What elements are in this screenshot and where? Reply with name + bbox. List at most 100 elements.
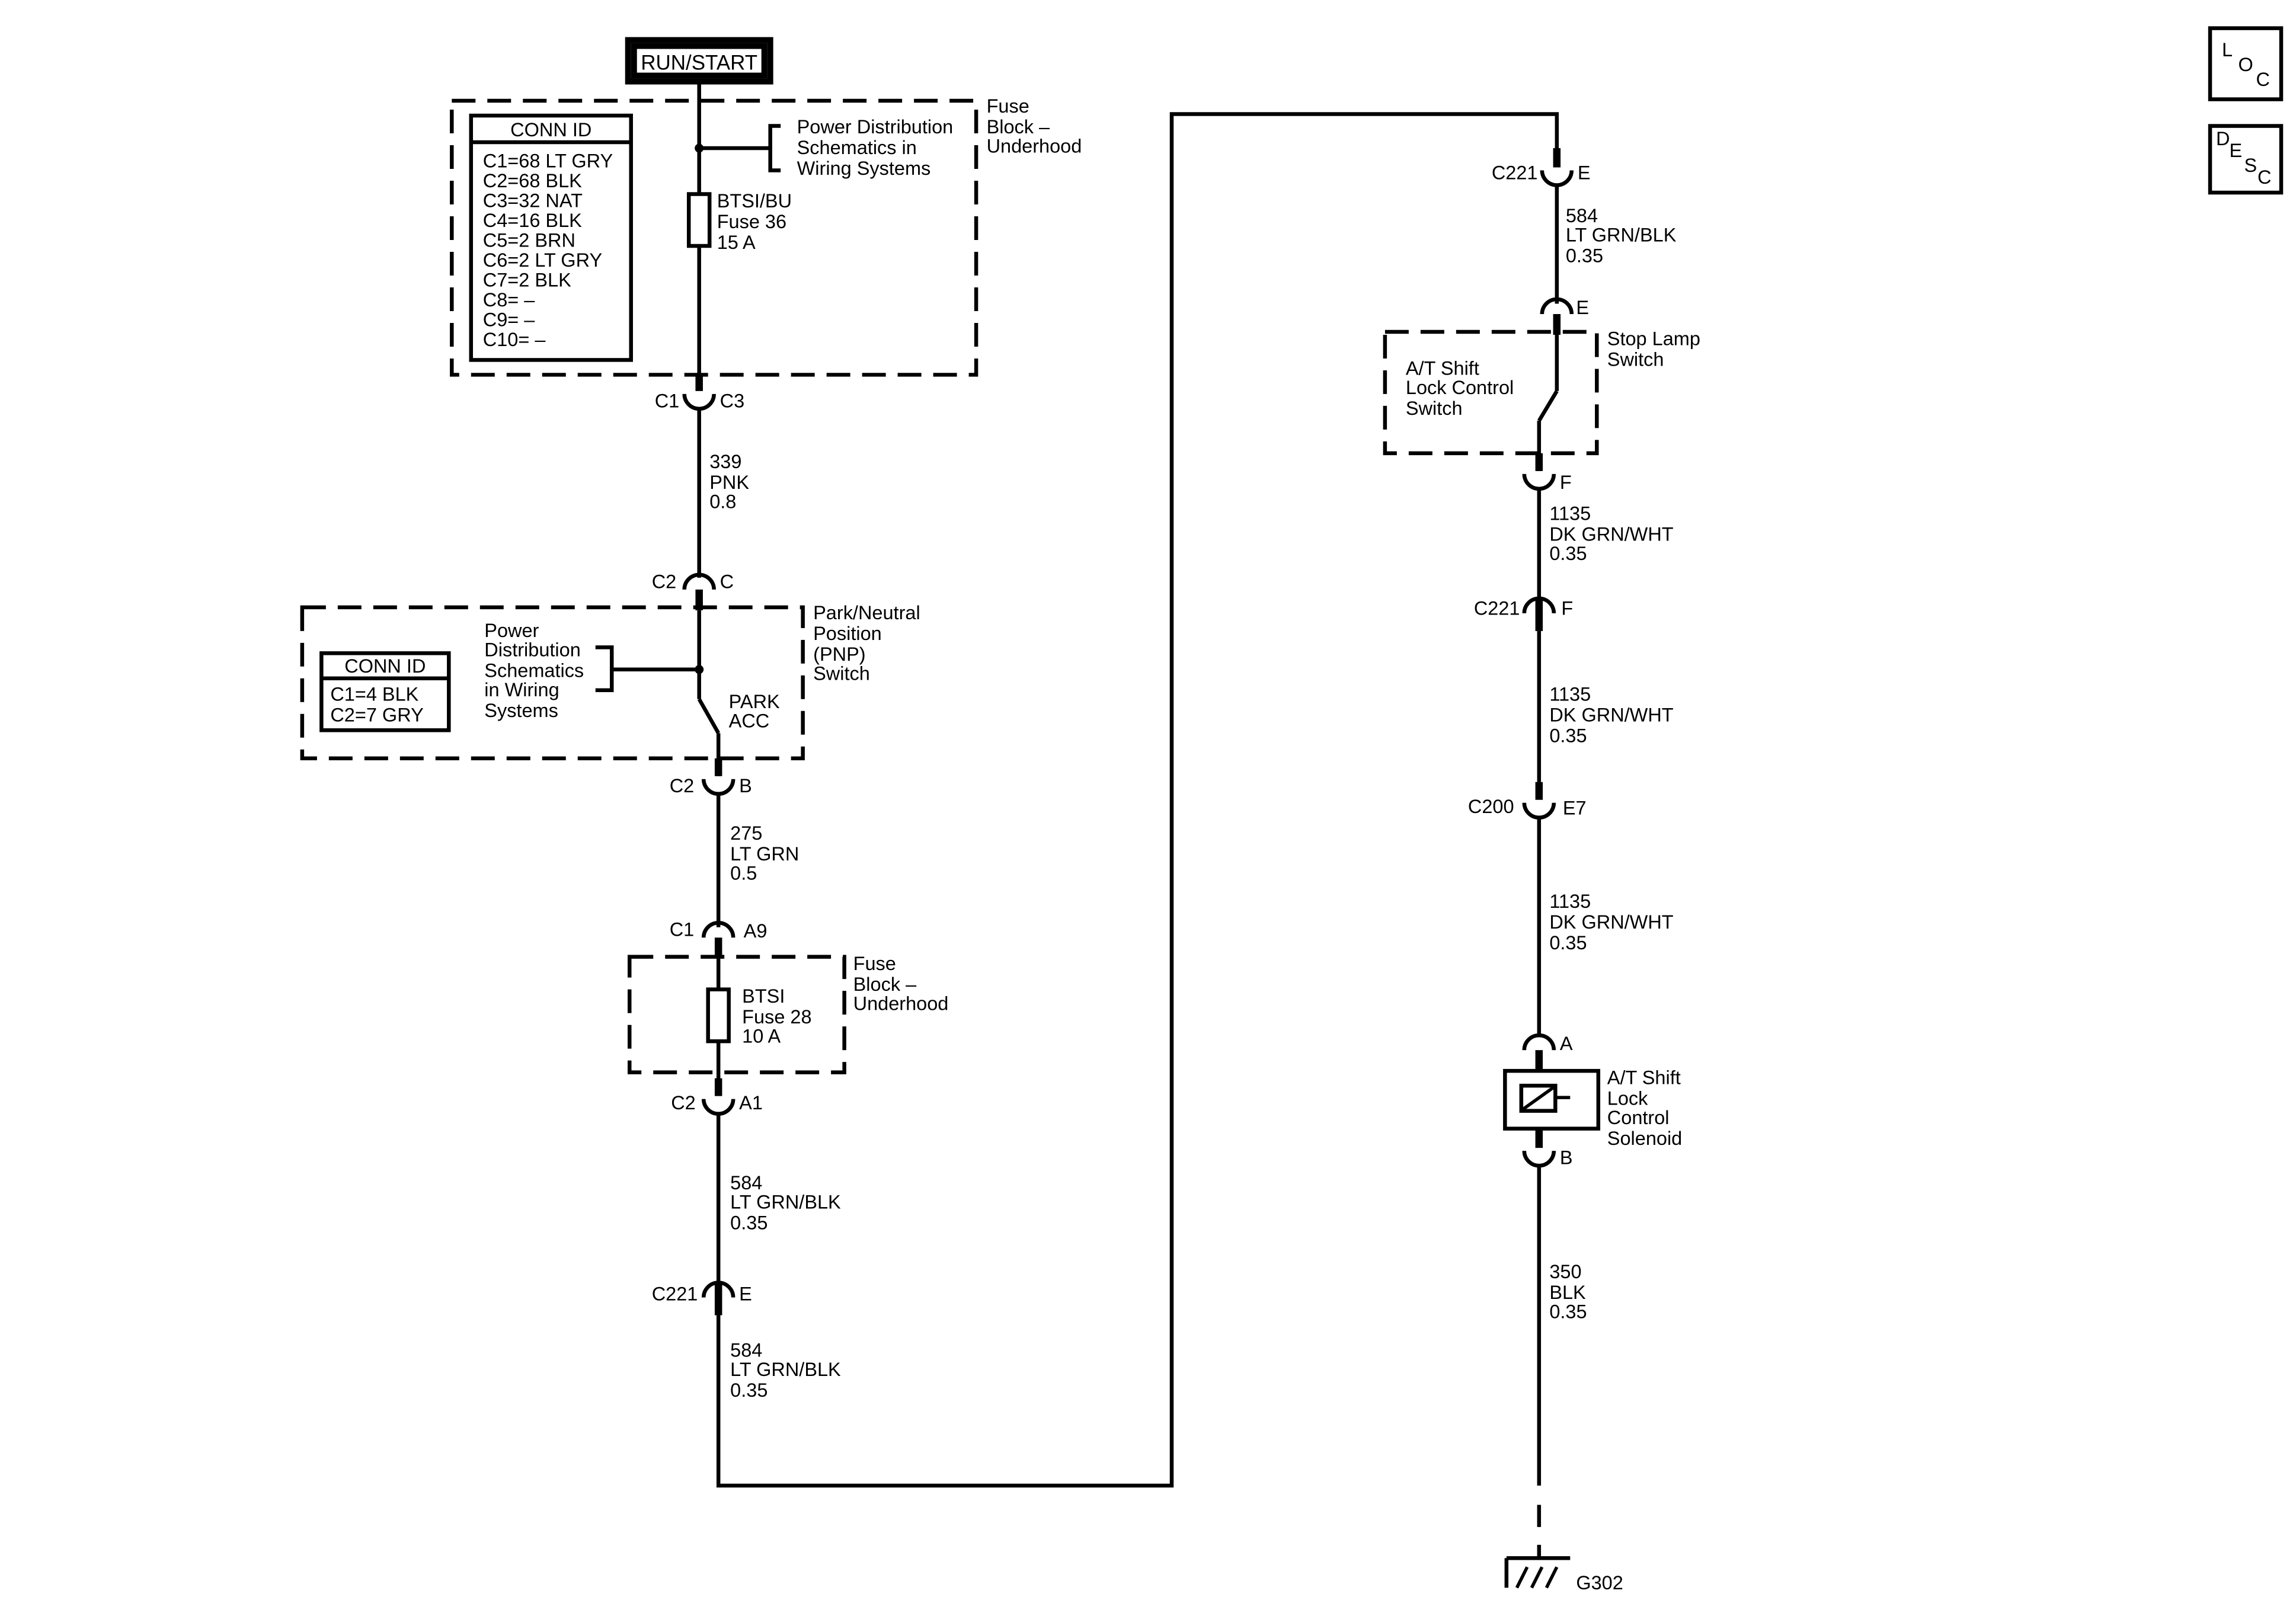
conn-id-row: C2=68 BLK (483, 170, 582, 191)
wire-label-line: 0.5 (730, 863, 757, 884)
loc-letter: O (2239, 54, 2253, 75)
switch-blade (697, 698, 721, 734)
connector-c221-f: C221 F (1474, 596, 1573, 631)
wire-label-line: 584 (730, 1172, 762, 1193)
inner-label-line: A/T Shift (1406, 357, 1479, 379)
wire-584-b-label: 584 LT GRN/BLK 0.35 (730, 1340, 841, 1401)
pin-label: B (1560, 1147, 1573, 1169)
fuse-36-symbol (686, 192, 712, 248)
ref-line[interactable]: Wiring Systems (797, 158, 931, 179)
ref-line[interactable]: Power Distribution (797, 116, 954, 137)
wire-label-line: LT GRN/BLK (730, 1359, 841, 1380)
fuse-block-mid-label: Fuse Block – Underhood (853, 953, 949, 1014)
wire-label-line: 584 (730, 1340, 762, 1361)
fuse-label-line: Fuse 28 (742, 1006, 811, 1028)
wire-label-line: DK GRN/WHT (1549, 704, 1673, 725)
solenoid-label-line: Solenoid (1607, 1128, 1682, 1149)
stop-lamp-label: Stop Lamp Switch (1607, 328, 1700, 370)
ref-line[interactable]: Distribution (484, 639, 581, 660)
power-source-text: RUN/START (641, 52, 757, 75)
conn-right-label: B (739, 775, 752, 796)
conn-id-row: C6=2 LT GRY (483, 249, 602, 271)
solenoid-label-line: A/T Shift (1607, 1067, 1681, 1089)
wire-1135-c-label: 1135 DK GRN/WHT 0.35 (1549, 891, 1673, 953)
stop-lamp-label-line: Stop Lamp (1607, 328, 1700, 349)
pnp-label-line: Switch (813, 663, 870, 684)
fuse-label-line: 10 A (742, 1026, 781, 1047)
ref-line[interactable]: in Wiring (484, 679, 559, 700)
switch-blade-right (1537, 390, 1559, 422)
pnp-label-line: Park/Neutral (813, 602, 920, 623)
stop-lamp-switch-box (1383, 329, 1599, 456)
conn-id-table-pnp: CONN ID C1=4 BLK C2=7 GRY (319, 651, 451, 732)
conn-id-row: C1=68 LT GRY (483, 151, 613, 172)
wire-label-line: PNK (709, 472, 749, 493)
fuse-block-mid-label-line: Block – (853, 974, 917, 995)
inner-label-line: Lock Control (1406, 377, 1514, 398)
desc-letter: S (2244, 155, 2257, 176)
ref-line[interactable]: Power (484, 620, 539, 641)
conn-id-row: C2=7 GRY (330, 704, 423, 725)
conn-left-label: C221 (652, 1284, 698, 1305)
wire-label-line: LT GRN (730, 843, 799, 865)
power-dist-ref-pnp: Power Distribution Schematics in Wiring … (484, 620, 584, 721)
fuse-36-label: BTSI/BU Fuse 36 15 A (717, 190, 792, 253)
conn-right-label: E (739, 1284, 752, 1305)
pin-label: E (1576, 297, 1589, 318)
conn-right-label: F (1561, 597, 1573, 619)
wire-label-line: DK GRN/WHT (1549, 523, 1673, 545)
solenoid-symbol (1503, 1068, 1601, 1131)
loc-button[interactable]: L O C (2208, 26, 2284, 101)
connector-pnp-top: C2 C (652, 571, 734, 610)
wire-label-line: 339 (709, 451, 741, 472)
conn-right-label: A9 (744, 920, 768, 942)
ref-line[interactable]: Schematics in (797, 137, 917, 158)
wire-label-line: 350 (1549, 1261, 1581, 1282)
pnp-label-line: (PNP) (813, 644, 865, 665)
fuse-label-line: Fuse 36 (717, 211, 786, 232)
conn-id-row: C7=2 BLK (483, 269, 571, 290)
wire-label-line: 0.35 (1549, 1301, 1587, 1323)
conn-left-label: C1 (670, 919, 695, 940)
fuse-block-top-box (450, 98, 978, 377)
conn-right-label: E7 (1563, 798, 1587, 819)
conn-id-row: C1=4 BLK (330, 683, 418, 705)
loc-letter: L (2222, 39, 2233, 60)
solenoid-pin-top: A (1522, 1033, 1573, 1073)
pnp-switch-box (300, 605, 805, 761)
fuse-block-mid-label-line: Underhood (853, 993, 949, 1014)
wire-1135-a-label: 1135 DK GRN/WHT 0.35 (1549, 503, 1673, 564)
conn-id-row: C10= – (483, 329, 546, 350)
wire-label-line: 0.35 (730, 1212, 768, 1234)
conn-id-title: CONN ID (344, 655, 426, 677)
ref-line[interactable]: Schematics (484, 660, 584, 681)
wire-label-line: DK GRN/WHT (1549, 911, 1673, 933)
solenoid-label: A/T Shift Lock Control Solenoid (1607, 1067, 1682, 1149)
desc-button[interactable]: D E S C (2208, 124, 2284, 195)
desc-letter: C (2257, 167, 2271, 188)
contact-line: PARK (729, 691, 780, 712)
solenoid-label-line: Control (1607, 1107, 1670, 1128)
conn-left-label: C221 (1474, 597, 1520, 619)
wire-label-line: LT GRN/BLK (1566, 224, 1677, 245)
solenoid-label-line: Lock (1607, 1088, 1648, 1109)
conn-left-label: C2 (670, 775, 695, 796)
wire-584-a-label: 584 LT GRN/BLK 0.35 (730, 1172, 841, 1233)
conn-right-label: C (720, 571, 734, 592)
contact-line: ACC (729, 710, 770, 731)
wire-label-line: 0.35 (730, 1380, 768, 1401)
inner-label-line: Switch (1406, 398, 1463, 419)
desc-letter: D (2216, 128, 2230, 149)
conn-id-row: C9= – (483, 309, 536, 330)
ref-line[interactable]: Systems (484, 700, 558, 721)
stop-lamp-inner-label: A/T Shift Lock Control Switch (1406, 357, 1514, 418)
wire-label-line: 1135 (1549, 503, 1591, 524)
connector-c2-a1: C2 A1 (671, 1078, 763, 1116)
wire-label-line: 0.35 (1549, 725, 1587, 746)
pnp-contact-label: PARK ACC (729, 691, 780, 731)
fuse-block-mid-box (627, 955, 846, 1074)
conn-id-title: CONN ID (510, 119, 591, 140)
conn-left-label: C221 (1492, 162, 1538, 184)
